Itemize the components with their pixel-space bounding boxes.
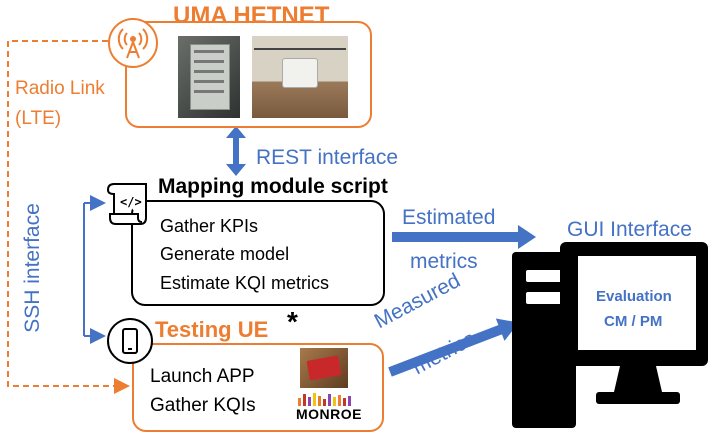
hetnet-title: UMA HETNET (173, 2, 330, 29)
radio-link-dashed-line (7, 40, 130, 394)
estimated-metrics-arrow (392, 225, 536, 249)
cm-pm-label: CM / PM (604, 313, 663, 330)
svg-text:</>: </> (120, 195, 142, 209)
estimated-metrics-label-2: metrics (410, 250, 478, 273)
rest-double-arrow (226, 126, 246, 176)
radio-link-label: Radio Link (15, 78, 105, 99)
rest-interface-label: REST interface (256, 146, 399, 169)
radio-link-lte-label: (LTE) (15, 108, 62, 129)
script-icon: </> (104, 180, 156, 226)
monroe-logo: MONROE (296, 392, 362, 424)
base-station-photo (178, 36, 240, 118)
mapping-item-gather-kpis: Gather KPIs (160, 216, 259, 236)
smartphone-icon (107, 318, 153, 364)
testing-device-photo (300, 348, 348, 388)
testing-item-launch-app: Launch APP (150, 366, 255, 387)
evaluation-label: Evaluation (596, 288, 672, 305)
testing-ue-asterisk: * (287, 306, 298, 337)
mapping-item-estimate-kqi: Estimate KQI metrics (160, 273, 330, 293)
mapping-module-title: Mapping module script (158, 175, 388, 198)
mapping-module-box (131, 200, 385, 306)
monroe-logo-text: MONROE (296, 406, 362, 422)
gui-interface-title: GUI Interface (567, 218, 692, 241)
estimated-metrics-label: Estimated (402, 206, 496, 229)
testing-ue-title: Testing UE (155, 317, 269, 342)
ssh-interface-label: SSH interface (21, 203, 44, 333)
mapping-item-generate-model: Generate model (160, 244, 290, 264)
small-cell-photo (252, 36, 348, 118)
radio-tower-icon (108, 18, 158, 68)
testing-item-gather-kqis: Gather KQIs (150, 395, 256, 416)
desktop-computer-icon (512, 242, 708, 430)
